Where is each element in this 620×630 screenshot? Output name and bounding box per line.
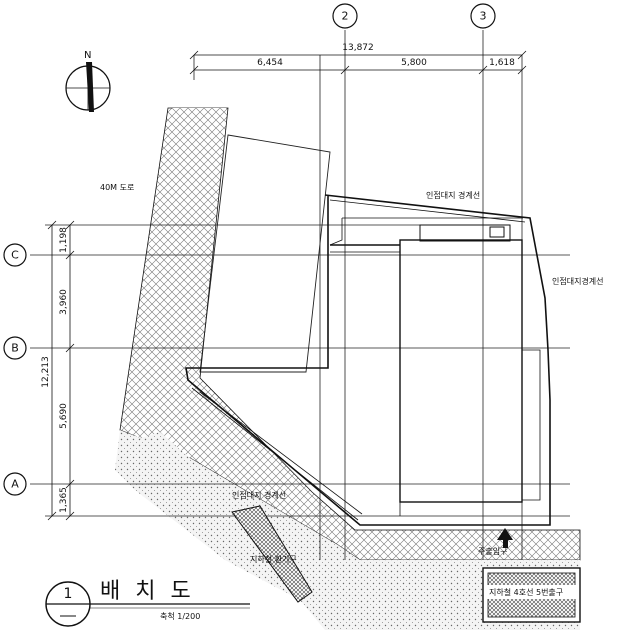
adjacent-building-outline — [199, 134, 331, 373]
boundary-top-label: 인접대지 경계선 — [426, 190, 480, 200]
grid-bubble-3-label: 3 — [480, 10, 487, 23]
grid-bubble-c: C — [3, 243, 27, 267]
road-label: 40M 도로 — [100, 183, 134, 192]
grid-bubble-a: A — [3, 472, 27, 496]
drawing-title: 배 치 도 — [100, 579, 195, 604]
grid-bubble-b: B — [3, 336, 27, 360]
dim-height-segment-4: 1,365 — [59, 487, 69, 513]
dim-height-segment-2: 3,960 — [59, 289, 69, 315]
subway-exit — [482, 567, 581, 623]
grid-bubble-2-label: 2 — [342, 10, 349, 23]
north-arrow-label: N — [84, 50, 91, 61]
grid-bubble-3: 3 — [470, 3, 496, 29]
dim-total-height: 12,213 — [41, 356, 51, 388]
dim-width-segment-3: 1,618 — [489, 58, 515, 68]
title-block: 1 배 치 도 축척 1/200 — [45, 579, 250, 627]
drawing-scale: 축척 1/200 — [160, 612, 200, 621]
boundary-right-label: 인접대지경계선 — [552, 276, 604, 286]
drawing-number: 1 — [64, 586, 73, 602]
grid-lines — [30, 30, 570, 560]
sidewalk-hatch — [115, 107, 581, 630]
north-arrow: N — [65, 50, 111, 112]
left-dimensions: 12,213 1,198 3,960 5,690 1,365 — [41, 220, 75, 521]
grid-bubble-2: 2 — [332, 3, 358, 29]
boundary-bottom-label: 인접대지 경계선 — [232, 490, 286, 500]
subway-exit-label: 지하철 4호선 5번출구 — [489, 587, 563, 597]
dim-height-segment-3: 5,690 — [59, 403, 69, 429]
dim-width-segment-2: 5,800 — [401, 58, 427, 68]
dim-width-segment-1: 6,454 — [257, 58, 283, 68]
grid-bubble-b-label: B — [11, 342, 19, 355]
grid-bubble-a-label: A — [11, 478, 19, 491]
dim-height-segment-1: 1,198 — [59, 227, 69, 253]
entrance-arrow — [497, 528, 513, 548]
subway-vent — [231, 505, 313, 603]
vent-label: 지하철 환기구 — [250, 554, 297, 564]
site-boundary — [185, 194, 551, 526]
top-dimensions: 13,872 6,454 5,800 1,618 — [189, 43, 527, 75]
grid-bubble-c-label: C — [11, 249, 19, 262]
building-footprint — [330, 224, 541, 516]
dim-total-width: 13,872 — [342, 43, 374, 53]
entrance-label: 주출입구 — [478, 546, 507, 556]
